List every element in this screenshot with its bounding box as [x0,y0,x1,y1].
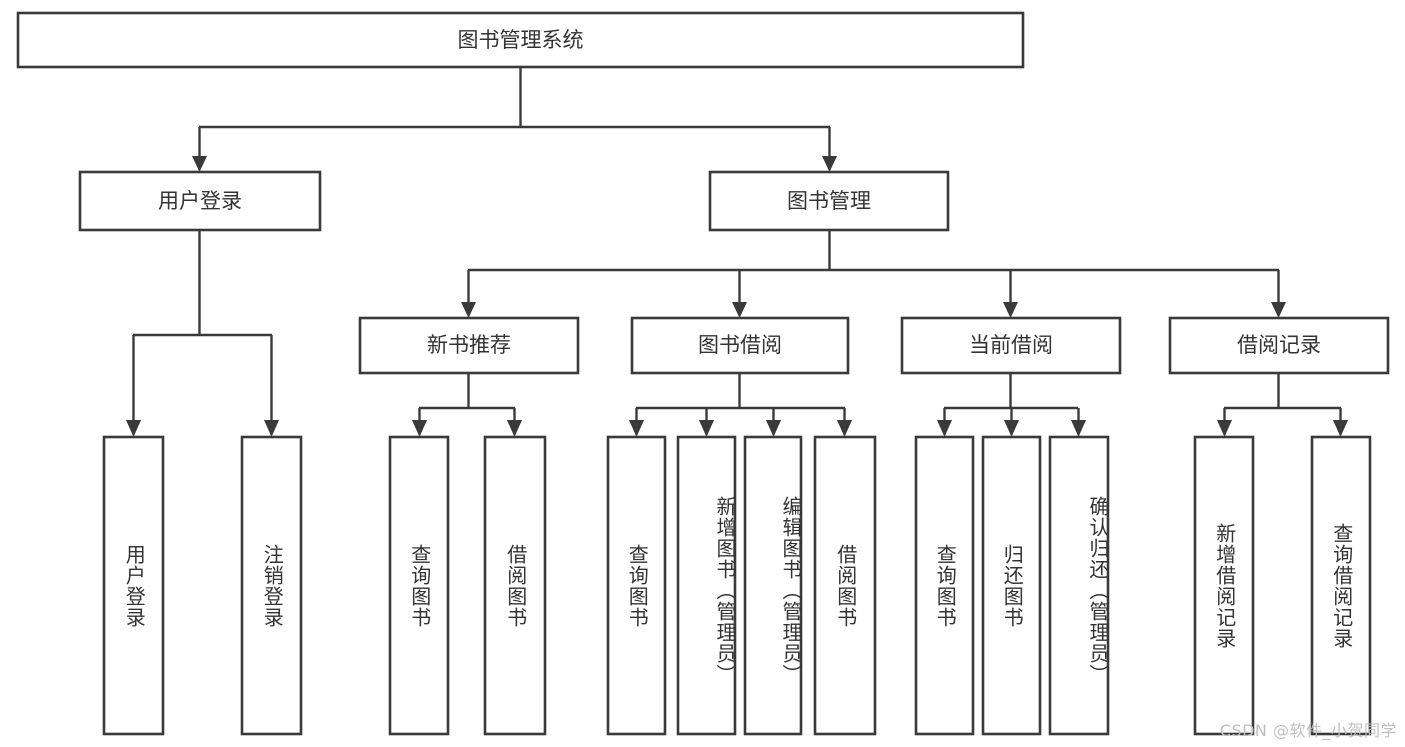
node-box-leaf-borrow-book[interactable] [813,435,877,736]
arrow-head-book-manage [822,156,837,172]
arrow-head-leaf-add-book [699,420,714,437]
arrow-head-leaf-newbook-query [412,420,427,437]
arrow-head-leaf-query-record [1333,420,1348,437]
node-box-leaf-current-query-book[interactable] [914,435,975,736]
node-box-leaf-edit-book-admin[interactable] [743,435,803,736]
arrow-head-borrow-record [1271,302,1286,318]
arrow-head-user-login [192,156,207,172]
arrow-head-leaf-borrow-book [837,420,852,437]
arrow-head-leaf-current-query [937,420,952,437]
arrow-head-leaf-borrow-query [629,420,644,437]
node-box-new-book-recommend[interactable] [358,316,580,375]
node-box-leaf-newbook-query-book[interactable] [388,435,450,736]
node-box-user-login[interactable] [78,170,322,232]
node-label-book-borrow: 图书借阅 [698,333,782,357]
node-label-book-manage: 图书管理 [787,189,871,213]
node-box-leaf-user-login[interactable] [102,435,165,736]
node-box-current-borrow[interactable] [900,316,1122,375]
arrow-head-leaf-return-book [1004,420,1019,437]
node-box-borrow-record[interactable] [1168,316,1390,375]
node-label-new-book-recommend: 新书推荐 [427,333,511,357]
node-label-user-login: 用户登录 [158,189,242,213]
node-box-leaf-add-book-admin[interactable] [676,435,737,736]
csdn-watermark: CSDN @软件_小贺同学 [1219,721,1397,740]
node-label-root: 图书管理系统 [458,28,584,52]
node-box-leaf-query-borrow-record[interactable] [1310,435,1372,736]
node-box-leaf-add-borrow-record[interactable] [1193,435,1255,736]
node-box-leaf-return-book[interactable] [981,435,1042,736]
arrow-head-leaf-user-login [126,420,141,437]
node-label-borrow-record: 借阅记录 [1237,333,1321,357]
node-box-leaf-borrow-query-book[interactable] [606,435,667,736]
arrow-head-leaf-newbook-borrow [507,420,522,437]
arrow-head-leaf-edit-book [766,420,781,437]
node-box-book-manage[interactable] [708,170,950,232]
arrow-head-current-borrow [1003,302,1018,318]
node-layer: 图书管理系统 用户登录 图书管理 新书推荐 图书借阅 当前借阅 借阅记录 [16,11,1390,736]
connector-layer [126,67,1348,437]
arrow-head-book-borrow [732,302,747,318]
arrow-head-leaf-add-record [1217,420,1232,437]
node-box-leaf-logout-login[interactable] [240,435,303,736]
arrow-head-leaf-logout-login [264,420,279,437]
node-label-current-borrow: 当前借阅 [969,333,1053,357]
arrow-head-new-book-recommend [461,302,476,318]
arrow-head-leaf-confirm-return [1071,420,1086,437]
node-box-book-borrow[interactable] [630,316,850,375]
node-box-leaf-confirm-return-admin[interactable] [1048,435,1110,736]
node-box-leaf-newbook-borrow-book[interactable] [483,435,547,736]
node-box-root[interactable] [16,11,1025,69]
